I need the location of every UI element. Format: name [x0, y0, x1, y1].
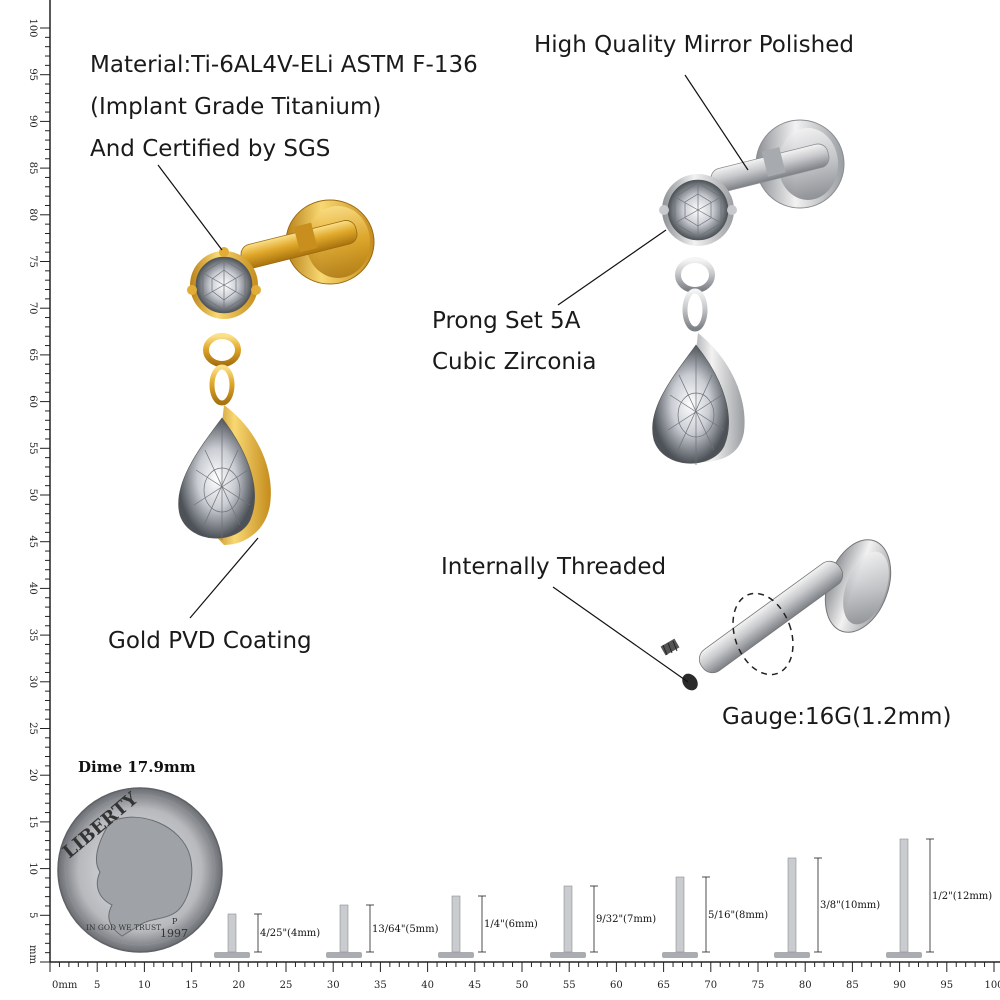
left-ruler: 5 10 15 20 25 30 35 40 45 50 55 60 65 70 75 80 85 90 95 100…: [27, 0, 51, 964]
ruler-label: 50: [27, 489, 38, 502]
post-disc: [438, 952, 474, 958]
ruler-label: 25: [27, 722, 38, 735]
post-shaft: [227, 913, 237, 953]
gauge-label: Gauge:16G(1.2mm): [722, 704, 952, 730]
ruler-origin-label: 0mm: [52, 980, 78, 991]
silver-earring: [652, 119, 845, 465]
ruler-label: 95: [27, 68, 38, 81]
post-shaft: [563, 885, 573, 953]
size-label: 3/8"(10mm): [820, 900, 881, 911]
ruler-label: 65: [27, 349, 38, 362]
ruler-label: 85: [27, 162, 38, 175]
post-shaft: [675, 876, 685, 953]
size-label: 4/25"(4mm): [260, 928, 321, 939]
mirror-polish-label: High Quality Mirror Polished: [534, 32, 854, 58]
ruler-label: 20: [232, 980, 245, 991]
post-disc: [326, 952, 362, 958]
ruler-label: 55: [27, 442, 38, 455]
ruler-label: 100: [27, 18, 38, 37]
post-shaft: [339, 904, 349, 953]
set-screw: [660, 638, 680, 656]
post-disc: [886, 952, 922, 958]
size-label: 1/2"(12mm): [932, 890, 993, 902]
ruler-label: 80: [799, 980, 812, 991]
coin-mint-text: P: [172, 917, 178, 926]
ruler-label: 35: [374, 980, 387, 991]
size-posts: [214, 838, 934, 958]
post-shaft: [899, 838, 909, 953]
ruler-label: 20: [27, 769, 38, 782]
material-label-line3: And Certified by SGS: [90, 136, 331, 162]
size-label: 1/4"(6mm): [484, 919, 538, 930]
gold-earring: [178, 199, 375, 545]
ruler-label: 35: [27, 629, 38, 642]
ruler-label: 90: [27, 115, 38, 128]
size-label: 5/16"(8mm): [708, 909, 769, 921]
ruler-label: 55: [563, 980, 576, 991]
ruler-label: 80: [27, 208, 38, 221]
ruler-label: 25: [280, 980, 293, 991]
internally-threaded-label: Internally Threaded: [441, 554, 667, 580]
leader-lines: [157, 74, 749, 683]
ruler-label: 60: [27, 395, 38, 408]
ruler-label: 85: [846, 980, 859, 991]
ruler-label: 70: [27, 302, 38, 315]
post-shaft: [787, 857, 797, 953]
material-label-line1: Material:Ti-6AL4V-ELi ASTM F-136: [90, 52, 478, 78]
post-disc: [662, 952, 698, 958]
ruler-label: 40: [27, 582, 38, 595]
size-label: 9/32"(7mm): [596, 914, 657, 925]
size-label: 13/64"(5mm): [372, 923, 439, 935]
dime-coin: LIBERTY IN GOD WE TRUST 1997 P: [57, 787, 223, 953]
post-shaft: [451, 895, 461, 953]
ruler-label: 30: [27, 675, 38, 688]
ruler-label: 60: [610, 980, 623, 991]
post-disc: [550, 952, 586, 958]
ruler-label: 15: [185, 980, 198, 991]
ruler-label: 5: [27, 912, 38, 918]
ruler-unit-label: mm: [27, 945, 38, 964]
ruler-label: 75: [27, 255, 38, 268]
ruler-label: 90: [893, 980, 906, 991]
ruler-label: 65: [657, 980, 670, 991]
prong-set-label: Prong Set 5A: [432, 308, 581, 334]
material-label-line2: (Implant Grade Titanium): [90, 94, 382, 120]
ruler-label: 40: [421, 980, 434, 991]
ruler-label: 50: [516, 980, 529, 991]
ruler-label: 75: [752, 980, 765, 991]
ruler-label: 70: [704, 980, 717, 991]
ruler-label: 95: [940, 980, 953, 991]
ruler-label: 15: [27, 816, 38, 829]
dime-caption: Dime 17.9mm: [78, 758, 196, 776]
post-disc: [214, 952, 250, 958]
ruler-label: 100: [984, 980, 1000, 991]
ruler-label: 30: [327, 980, 340, 991]
ruler-label: 45: [468, 980, 481, 991]
post-disc: [774, 952, 810, 958]
cubic-zirconia-label: Cubic Zirconia: [432, 349, 597, 375]
labret-post: [660, 539, 892, 691]
coin-year-text: 1997: [160, 927, 188, 940]
coin-motto-text: IN GOD WE TRUST: [86, 923, 161, 932]
ruler-label: 45: [27, 535, 38, 548]
gold-pvd-label: Gold PVD Coating: [108, 628, 312, 654]
ruler-label: 10: [138, 980, 151, 991]
ruler-label: 5: [94, 980, 100, 991]
ruler-label: 10: [27, 862, 38, 875]
